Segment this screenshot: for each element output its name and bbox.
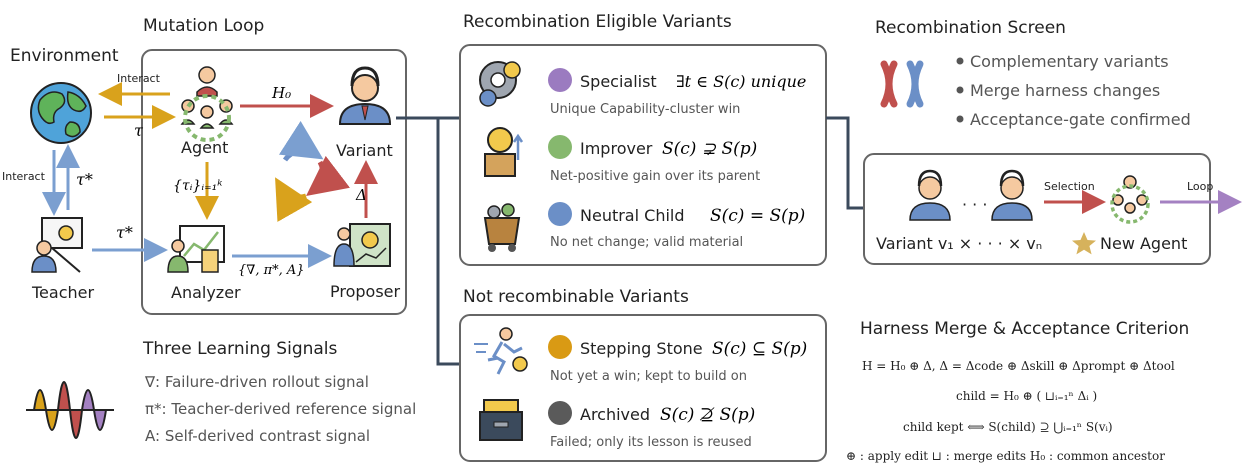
harness-eq-legend: ⊕ : apply edit ⊔ : merge edits H₀ : comm… xyxy=(846,449,1165,463)
tau-label: τ xyxy=(134,121,144,140)
cycle-icon xyxy=(275,120,350,222)
bullet-dot-3 xyxy=(956,115,964,123)
archived-desc: Failed; only its lesson is reused xyxy=(550,435,752,450)
screen-bullet-1: Complementary variants xyxy=(970,52,1169,71)
connector-not-recombinable xyxy=(396,116,460,366)
not-recombinable-box xyxy=(459,314,827,462)
recombination-screen-title: Recombination Screen xyxy=(875,18,1066,38)
stepping-stone-dot xyxy=(548,335,572,359)
analyzer-label: Analyzer xyxy=(171,283,241,302)
improver-name: Improver xyxy=(580,139,653,158)
selection-label: Selection xyxy=(1044,180,1095,193)
variant-product-label: Variant v₁ × · · · × vₙ xyxy=(876,234,1042,253)
h0-label: H₀ xyxy=(271,84,291,102)
bullet-dot-1 xyxy=(956,57,964,65)
screen-bullet-2: Merge harness changes xyxy=(970,81,1160,100)
bullet-dot-2 xyxy=(956,86,964,94)
improver-dot xyxy=(548,135,572,159)
tau-set-label: {τᵢ}ᵢ₌₁ᵏ xyxy=(173,178,222,194)
screen-bullet-3: Acceptance-gate confirmed xyxy=(970,110,1191,129)
loop-label: Loop xyxy=(1187,180,1213,193)
archived-condition: S(c) ⊉ S(p) xyxy=(660,405,755,425)
neutral-dot xyxy=(548,202,572,226)
agent-label: Agent xyxy=(181,138,228,157)
runner-icon xyxy=(474,327,528,375)
harness-eq-2: child = H₀ ⊕ ( ⊔ᵢ₌₁ⁿ Δᵢ ) xyxy=(956,389,1097,403)
specialist-condition: ∃t ∈ S(c) unique xyxy=(676,72,806,91)
stepping-stone-desc: Not yet a win; kept to build on xyxy=(550,369,747,384)
mutation-loop-box xyxy=(141,49,407,315)
archived-name: Archived xyxy=(580,405,650,424)
lightbulb-box-icon xyxy=(484,127,524,177)
interact-left-label: Interact xyxy=(2,170,46,183)
star-icon xyxy=(1072,232,1096,255)
merge-box xyxy=(863,153,1211,265)
bin-icon xyxy=(483,203,521,252)
teacher-board-icon xyxy=(31,217,83,273)
agent-network-icon xyxy=(180,66,234,142)
signal-gradient: ∇: Failure-driven rollout signal xyxy=(144,373,369,391)
new-agent-icon xyxy=(1110,175,1150,224)
not-recombinable-title: Not recombinable Variants xyxy=(463,287,689,307)
support-person-icon xyxy=(338,66,392,125)
archived-dot xyxy=(548,401,572,425)
analyzer-out-label: {∇, π*, A} xyxy=(238,263,305,278)
delta-label: Δ xyxy=(355,186,367,204)
harness-eq-1: H = H₀ ⊕ Δ, Δ = Δcode ⊕ Δskill ⊕ Δprompt… xyxy=(862,359,1175,373)
eligible-title: Recombination Eligible Variants xyxy=(463,12,732,32)
teacher-label: Teacher xyxy=(31,283,94,302)
neutral-name: Neutral Child xyxy=(580,206,685,225)
improver-desc: Net-positive gain over its parent xyxy=(550,169,760,184)
specialist-desc: Unique Capability-cluster win xyxy=(550,102,740,117)
new-agent-label: New Agent xyxy=(1100,234,1187,253)
harness-title: Harness Merge & Acceptance Criterion xyxy=(860,319,1189,339)
archive-drawer-icon xyxy=(479,399,523,441)
variant-label: Variant xyxy=(336,141,393,160)
proposer-idea-icon xyxy=(333,223,391,267)
variant-dots: · · · xyxy=(962,195,987,214)
proposer-label: Proposer xyxy=(330,282,401,301)
harness-eq-3: child kept ⟺ S(child) ⊇ ⋃ᵢ₌₁ⁿ S(vᵢ) xyxy=(903,420,1113,434)
waveform-icon xyxy=(26,381,114,439)
tau-star-2-label: τ* xyxy=(116,223,133,242)
variant-1-icon xyxy=(909,169,951,221)
stepping-stone-name: Stepping Stone xyxy=(580,339,703,358)
chromosome-icon xyxy=(880,60,924,108)
neutral-desc: No net change; valid material xyxy=(550,235,743,250)
specialist-name: Specialist xyxy=(580,72,657,91)
signal-teacher: π*: Teacher-derived reference signal xyxy=(145,400,416,418)
gear-badge-icon xyxy=(479,61,521,107)
signals-title: Three Learning Signals xyxy=(142,339,338,359)
improver-condition: S(c) ⊋ S(p) xyxy=(662,139,757,159)
neutral-condition: S(c) = S(p) xyxy=(710,206,805,226)
specialist-dot xyxy=(548,68,572,92)
tau-star-1-label: τ* xyxy=(76,170,93,189)
analyzer-chart-icon xyxy=(167,225,225,273)
environment-title: Environment xyxy=(10,46,119,66)
globe-icon xyxy=(30,82,92,144)
connector-merge xyxy=(826,116,864,210)
interact-top-label: Interact xyxy=(117,72,161,85)
variant-n-icon xyxy=(991,169,1033,221)
signal-contrast: A: Self-derived contrast signal xyxy=(145,427,370,445)
mutation-loop-title: Mutation Loop xyxy=(143,16,264,36)
eligible-box xyxy=(459,44,827,266)
stepping-stone-condition: S(c) ⊆ S(p) xyxy=(712,339,807,359)
